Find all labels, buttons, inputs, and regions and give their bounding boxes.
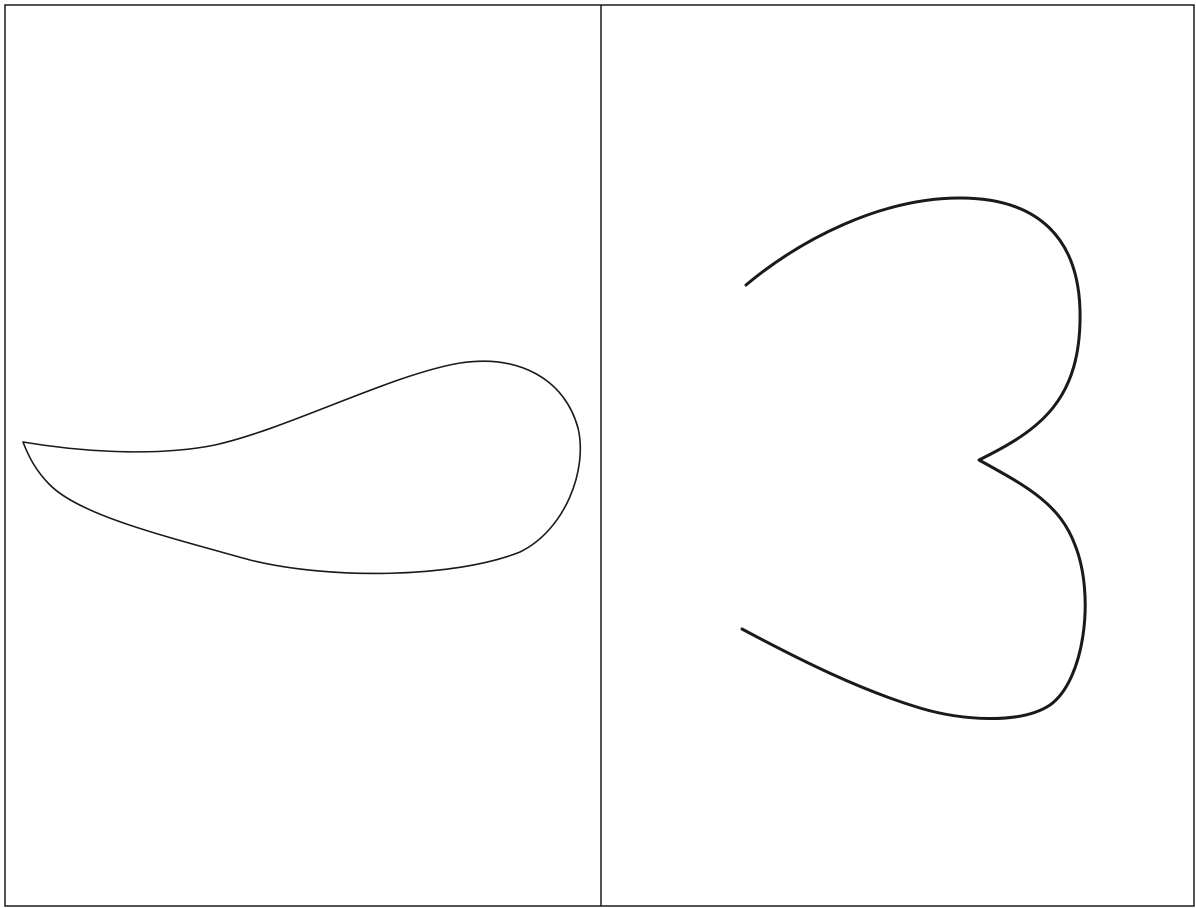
teardrop-curve [23, 361, 580, 573]
heart-like-curve [742, 198, 1085, 719]
right-panel [742, 198, 1085, 719]
left-panel [23, 361, 580, 573]
outer-border [5, 5, 1194, 906]
